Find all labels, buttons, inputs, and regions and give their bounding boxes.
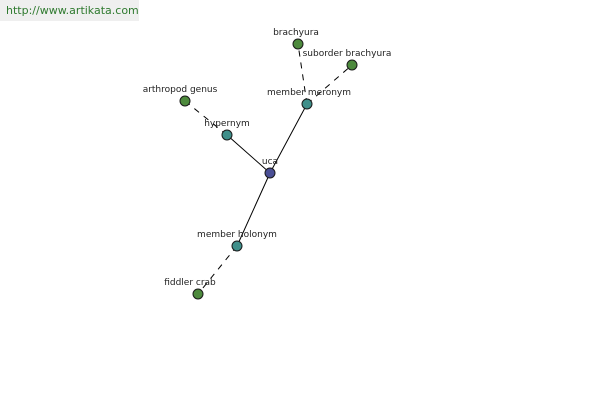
edge-member-meronym-to-suborder-brachyura xyxy=(306,64,353,105)
node-brachyura[interactable]: brachyura xyxy=(273,28,319,50)
node-marker-fiddler-crab[interactable] xyxy=(192,288,204,300)
edge-hypernym-to-arthropod-genus xyxy=(184,100,228,136)
node-label-brachyura: brachyura xyxy=(273,28,319,38)
edge-uca-to-member-meronym xyxy=(269,103,308,174)
node-label-suborder-brachyura: suborder brachyura xyxy=(303,49,392,59)
node-suborder-brachyura[interactable]: suborder brachyura xyxy=(303,49,392,71)
watermark-link[interactable]: http://www.artikata.com xyxy=(0,0,139,21)
edge-uca-to-hypernym xyxy=(226,134,271,174)
node-marker-hypernym[interactable] xyxy=(221,129,233,141)
node-member-holonym[interactable]: member holonym xyxy=(197,230,277,252)
node-label-member-holonym: member holonym xyxy=(197,230,277,240)
node-marker-member-holonym[interactable] xyxy=(231,240,243,252)
node-label-arthropod-genus: arthropod genus xyxy=(143,85,218,95)
node-label-fiddler-crab: fiddler crab xyxy=(164,278,216,288)
node-fiddler-crab[interactable]: fiddler crab xyxy=(164,278,216,300)
node-marker-brachyura[interactable] xyxy=(292,38,304,50)
edge-member-meronym-to-brachyura xyxy=(297,43,308,105)
node-marker-arthropod-genus[interactable] xyxy=(179,95,191,107)
node-label-uca: uca xyxy=(262,157,278,167)
node-uca[interactable]: uca xyxy=(262,157,278,179)
node-member-meronym[interactable]: member meronym xyxy=(267,88,351,110)
node-marker-suborder-brachyura[interactable] xyxy=(346,59,358,71)
node-hypernym[interactable]: hypernym xyxy=(204,119,250,141)
node-marker-uca[interactable] xyxy=(264,167,276,179)
node-marker-member-meronym[interactable] xyxy=(301,98,313,110)
graph-edges xyxy=(184,43,353,295)
node-arthropod-genus[interactable]: arthropod genus xyxy=(143,85,218,107)
edge-member-holonym-to-fiddler-crab xyxy=(197,245,238,295)
graph-nodes: uca hypernym member meronym member holonym a… xyxy=(143,28,392,300)
edge-uca-to-member-holonym xyxy=(236,172,271,247)
node-label-hypernym: hypernym xyxy=(204,119,250,129)
node-label-member-meronym: member meronym xyxy=(267,88,351,98)
